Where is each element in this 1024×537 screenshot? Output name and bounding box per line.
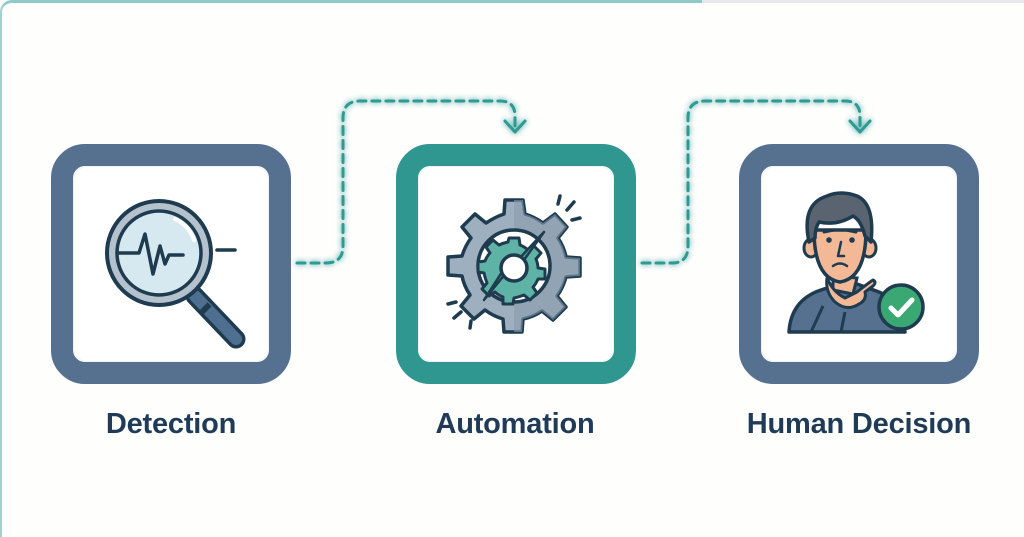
step-label-automation: Automation <box>435 408 595 440</box>
step-label-detection: Detection <box>105 408 237 440</box>
thinking-person-check-icon <box>787 191 925 334</box>
step-card-detection <box>51 144 291 384</box>
connector-automation-to-human-decision <box>640 99 872 265</box>
arrowhead-icon <box>503 119 527 134</box>
frame-edge <box>702 0 1024 3</box>
step-label-human-decision: Human Decision <box>746 408 972 440</box>
magnifier-heartbeat-icon <box>105 199 246 349</box>
gear-icon <box>446 194 582 334</box>
step-card-automation <box>396 144 636 384</box>
arrowhead-icon <box>848 119 872 134</box>
step-card-human-decision <box>739 144 979 384</box>
connector-detection-to-automation <box>295 99 527 265</box>
check-badge-icon <box>877 283 925 331</box>
